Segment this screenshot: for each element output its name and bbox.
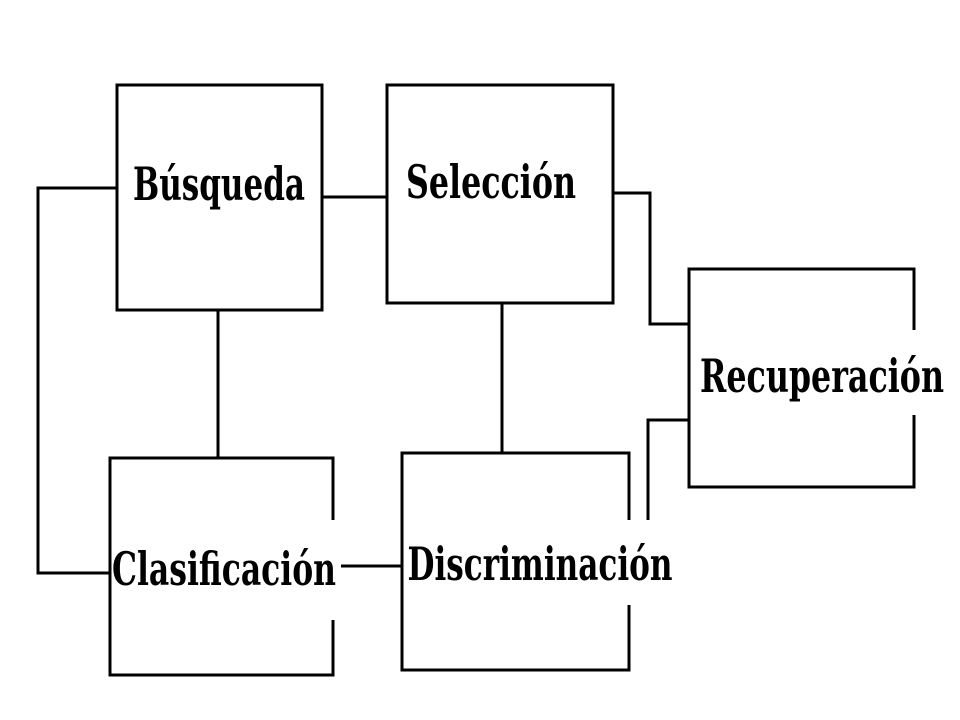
link-busqueda-clasificacion-loop bbox=[36, 186, 117, 575]
node-discriminacion-text-gap bbox=[621, 520, 637, 605]
node-seleccion-box bbox=[385, 83, 615, 305]
node-discriminacion-label: Discriminación bbox=[408, 537, 673, 591]
node-clasificacion-label: Clasificación bbox=[112, 542, 336, 596]
node-recuperacion-text-gap bbox=[905, 330, 921, 415]
node-busqueda: Búsqueda bbox=[115, 83, 324, 312]
connectors bbox=[36, 186, 689, 575]
link-discriminacion-recuperacion bbox=[646, 418, 689, 520]
node-recuperacion-label: Recuperación bbox=[700, 349, 944, 403]
node-seleccion-label: Selección bbox=[406, 155, 576, 209]
node-clasificacion-box bbox=[108, 456, 335, 677]
node-clasificacion-text-gap bbox=[325, 520, 341, 620]
node-clasificacion: Clasificación bbox=[108, 456, 341, 677]
node-seleccion: Selección bbox=[385, 83, 615, 305]
node-busqueda-label: Búsqueda bbox=[133, 157, 305, 211]
node-discriminacion-box bbox=[400, 451, 631, 672]
node-recuperacion-box bbox=[687, 267, 916, 489]
node-recuperacion: Recuperación bbox=[687, 267, 944, 489]
node-busqueda-box bbox=[115, 83, 324, 312]
node-discriminacion: Discriminación bbox=[400, 451, 673, 672]
link-seleccion-recuperacion bbox=[613, 191, 689, 326]
